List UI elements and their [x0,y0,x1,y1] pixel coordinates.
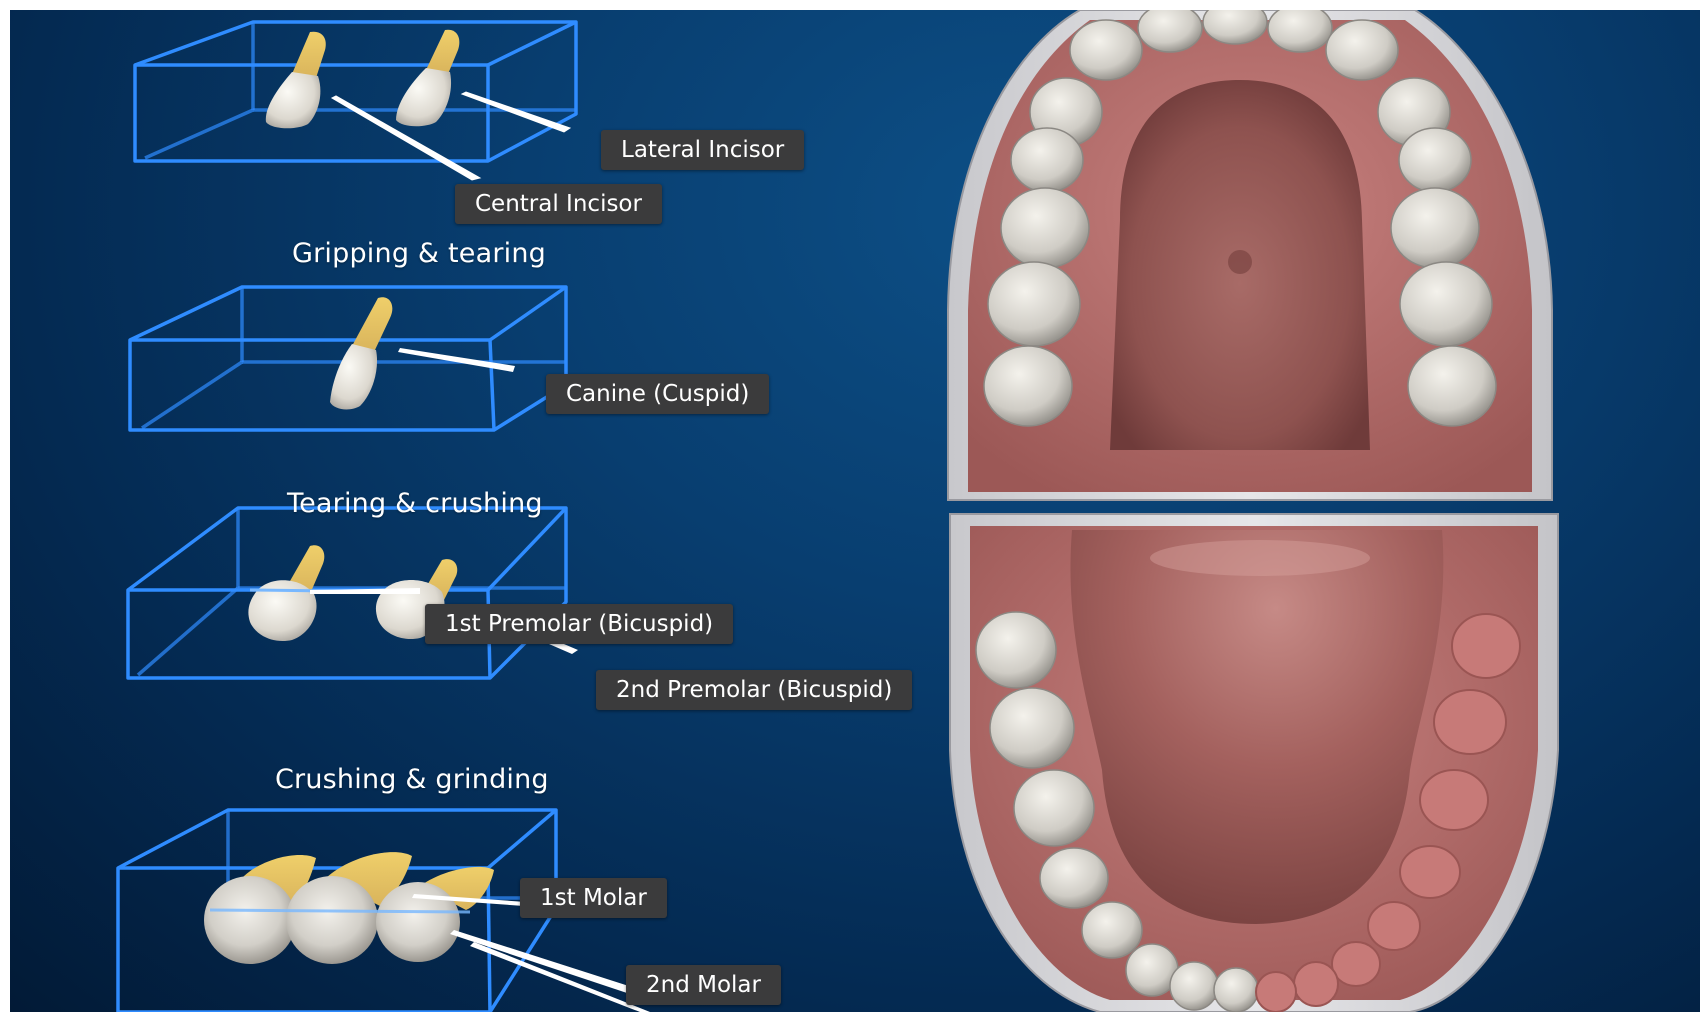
teeth-illustration: Gripping & tearing Tearing & crushing Cr… [10,10,1700,1012]
dental-arch-model [10,10,1700,1012]
upper-arch [948,10,1552,500]
lower-arch [950,514,1558,1012]
